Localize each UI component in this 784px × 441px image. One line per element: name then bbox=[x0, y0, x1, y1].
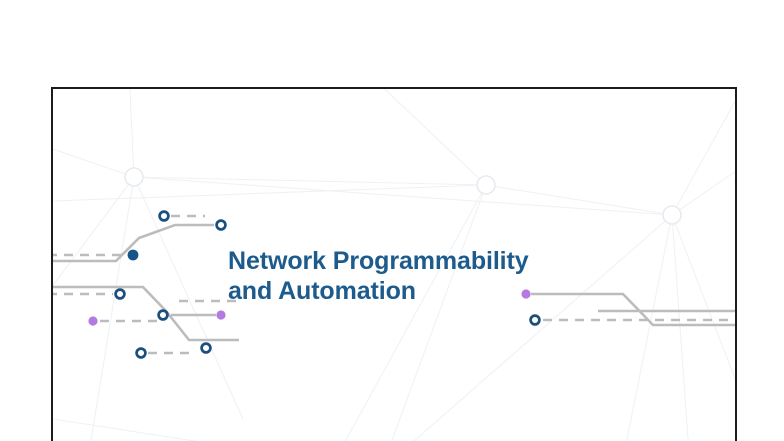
trace-node-filled-accent bbox=[521, 289, 531, 299]
trace-node-ring bbox=[158, 210, 170, 222]
trace-node-ring bbox=[157, 309, 169, 321]
trace-node-ring bbox=[135, 347, 147, 359]
slide-title: Network Programmability and Automation bbox=[228, 247, 558, 306]
title-line-2: and Automation bbox=[228, 276, 416, 305]
trace-left-upper bbox=[53, 223, 214, 263]
title-line-1: Network Programmability bbox=[228, 247, 529, 275]
trace-node-filled-accent bbox=[216, 310, 226, 320]
trace-right-upper bbox=[531, 292, 735, 327]
trace-node-ring bbox=[529, 314, 541, 326]
trace-node-ring bbox=[215, 219, 227, 231]
content-frame: Network Programmability and Automation bbox=[51, 87, 737, 441]
trace-node-filled bbox=[127, 249, 139, 261]
trace-node-filled-accent bbox=[88, 316, 98, 326]
trace-node-ring bbox=[114, 288, 126, 300]
trace-node-ring bbox=[200, 342, 212, 354]
trace-left-lower bbox=[53, 285, 239, 342]
circuit-trace-artwork bbox=[53, 210, 735, 359]
